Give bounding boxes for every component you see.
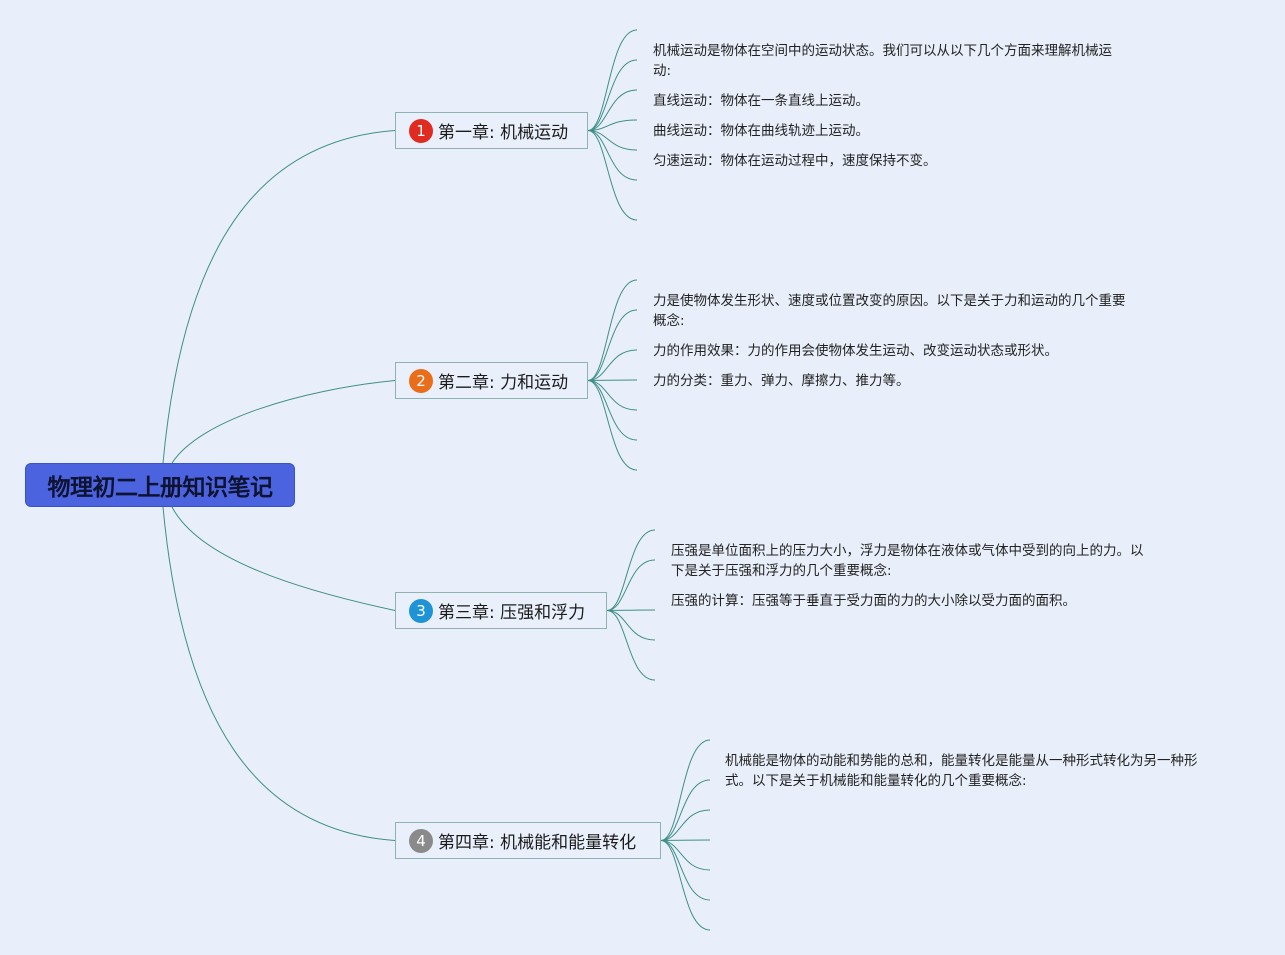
- leaf-topic[interactable]: 匀速运动：物体在运动过程中，速度保持不变。: [653, 151, 937, 171]
- chapter-2-title: 第二章: 力和运动: [438, 373, 569, 393]
- chapter-3-title: 第三章: 压强和浮力: [438, 603, 586, 623]
- number-1-badge-icon: 1: [409, 118, 433, 143]
- chapter-4-branch-link: [660, 809, 711, 841]
- number-4-badge-icon: 4: [409, 828, 433, 853]
- chapter-1-node[interactable]: 1 第一章: 机械运动: [395, 112, 588, 149]
- chapter-1-title: 第一章: 机械运动: [438, 123, 569, 143]
- leaf-text-line: 力是使物体发生形状、速度或位置改变的原因。以下是关于力和运动的几个重要: [653, 293, 1126, 309]
- chapter-2-node[interactable]: 2 第二章: 力和运动: [395, 362, 588, 399]
- chapter-1-branch-link: [587, 119, 638, 131]
- leaf-topic[interactable]: 压强的计算：压强等于垂直于受力面的力的大小除以受力面的面积。: [671, 591, 1076, 611]
- leaf-text-line: 下是关于压强和浮力的几个重要概念:: [671, 563, 892, 579]
- leaf-topic[interactable]: 力是使物体发生形状、速度或位置改变的原因。以下是关于力和运动的几个重要 概念:: [653, 291, 1126, 331]
- leaf-text-line: 式。以下是关于机械能和能量转化的几个重要概念:: [725, 773, 1027, 789]
- chapter-2-branch-link: [587, 380, 638, 471]
- number-2-badge-icon: 2: [409, 368, 433, 393]
- leaf-topic[interactable]: 压强是单位面积上的压力大小，浮力是物体在液体或气体中受到的向上的力。以 下是关于…: [671, 541, 1144, 581]
- leaf-text-line: 力的作用效果：力的作用会使物体发生运动、改变运动状态或形状。: [653, 343, 1058, 359]
- leaf-text-line: 机械能是物体的动能和势能的总和，能量转化是能量从一种形式转化为另一种形: [725, 753, 1198, 769]
- chapter-4-branch-link: [660, 839, 711, 841]
- leaf-topic[interactable]: 力的作用效果：力的作用会使物体发生运动、改变运动状态或形状。: [653, 341, 1058, 361]
- root-to-chapter-4-link: [162, 506, 396, 841]
- leaf-topic[interactable]: 机械能是物体的动能和势能的总和，能量转化是能量从一种形式转化为另一种形 式。以下…: [725, 751, 1198, 791]
- chapter-4-node[interactable]: 4 第四章: 机械能和能量转化: [395, 822, 661, 859]
- chapter-3-branch-link: [606, 529, 656, 611]
- root-topic-label: 物理初二上册知识笔记: [47, 475, 274, 501]
- chapter-3-branch-link: [606, 559, 656, 611]
- chapter-1-branch-link: [587, 130, 638, 151]
- root-to-chapter-1-link: [162, 130, 396, 464]
- leaf-text-line: 曲线运动：物体在曲线轨迹上运动。: [653, 123, 869, 139]
- chapter-3-node[interactable]: 3 第三章: 压强和浮力: [395, 592, 607, 629]
- chapter-1-branch-link: [587, 130, 638, 181]
- chapter-2-branch-link: [587, 380, 638, 411]
- chapter-2-branch-link: [587, 349, 638, 381]
- chapter-2-branch-link: [587, 379, 638, 381]
- chapter-3-branch-link: [606, 609, 656, 611]
- chapter-4-branch-link: [660, 840, 711, 931]
- chapter-4-branch-link: [660, 779, 711, 841]
- root-to-chapter-2-link: [171, 380, 396, 464]
- chapter-2-branch-link: [587, 279, 638, 381]
- chapter-4-branch-link: [660, 840, 711, 901]
- leaf-topic[interactable]: 力的分类：重力、弹力、摩擦力、推力等。: [653, 371, 910, 391]
- leaf-text-line: 匀速运动：物体在运动过程中，速度保持不变。: [653, 153, 937, 169]
- chapter-1-branch-link: [587, 130, 638, 221]
- root-topic[interactable]: 物理初二上册知识笔记: [25, 463, 295, 507]
- leaf-text-line: 压强是单位面积上的压力大小，浮力是物体在液体或气体中受到的向上的力。以: [671, 543, 1144, 559]
- chapter-3-branch-link: [606, 610, 656, 681]
- chapter-4-title: 第四章: 机械能和能量转化: [438, 833, 637, 853]
- root-to-chapter-3-link: [171, 506, 396, 611]
- chapter-4-branch-link: [660, 840, 711, 871]
- leaf-text-line: 力的分类：重力、弹力、摩擦力、推力等。: [653, 373, 910, 389]
- leaf-topic[interactable]: 曲线运动：物体在曲线轨迹上运动。: [653, 121, 869, 141]
- chapter-2-branch-link: [587, 309, 638, 381]
- leaf-topic[interactable]: 机械运动是物体在空间中的运动状态。我们可以从以下几个方面来理解机械运 动:: [653, 41, 1112, 81]
- leaf-text-line: 压强的计算：压强等于垂直于受力面的力的大小除以受力面的面积。: [671, 593, 1076, 609]
- leaf-text-line: 动:: [653, 63, 672, 79]
- chapter-4-branch-link: [660, 739, 711, 841]
- chapter-1-branch-link: [587, 59, 638, 131]
- chapter-1-branch-link: [587, 29, 638, 131]
- number-3-badge-icon: 3: [409, 598, 433, 623]
- leaf-text-line: 直线运动：物体在一条直线上运动。: [653, 93, 869, 109]
- leaf-text-line: 机械运动是物体在空间中的运动状态。我们可以从以下几个方面来理解机械运: [653, 43, 1112, 59]
- leaf-topic[interactable]: 直线运动：物体在一条直线上运动。: [653, 91, 869, 111]
- chapter-3-branch-link: [606, 610, 656, 641]
- chapter-2-branch-link: [587, 380, 638, 441]
- leaf-text-line: 概念:: [653, 313, 685, 329]
- chapter-1-branch-link: [587, 89, 638, 131]
